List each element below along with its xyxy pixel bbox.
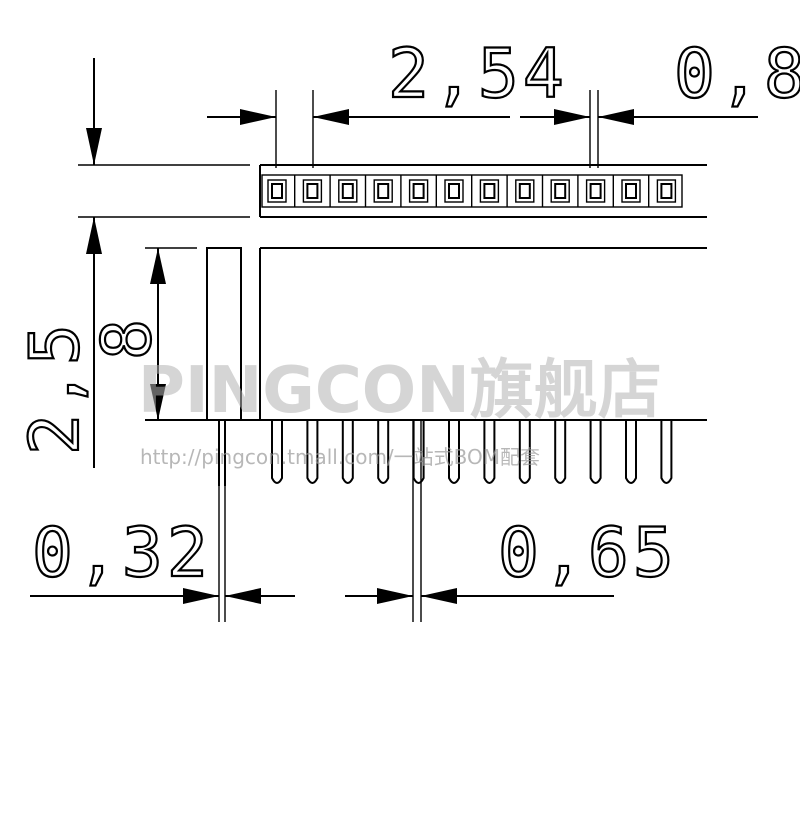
pin-pad-outline <box>656 179 677 203</box>
pin-square-row <box>267 175 677 207</box>
pin-pad-outline <box>515 179 535 203</box>
pin-pad-square <box>412 183 425 199</box>
pin-pad-outline <box>338 179 358 203</box>
pin-pad-square <box>341 183 354 199</box>
watermark-url: http://pingcon.tmall.com/一站式BOM配套 <box>140 445 540 469</box>
connector-pin <box>660 420 673 484</box>
connector-pin <box>554 420 567 484</box>
pin-square-dimension: 0,8 <box>520 34 800 168</box>
pin-thickness-dimension: 0,65 <box>345 420 678 622</box>
pin-pad-outline <box>621 179 641 203</box>
pin-pad-square <box>483 183 496 199</box>
pin-pad-outline <box>302 179 323 203</box>
body-height-label: 8 <box>88 315 167 360</box>
pin-pad-outline <box>408 179 429 203</box>
pin-pad-outline <box>585 179 606 203</box>
watermark-brand: PINGCON旗舰店 <box>138 354 662 428</box>
pin-pad-square <box>448 183 460 199</box>
header-height-dimension: 2,5 <box>15 58 250 468</box>
connector-pin <box>625 420 637 484</box>
pin-row <box>218 420 673 486</box>
pitch-dimension: 2,54 <box>207 34 568 168</box>
connector-pin <box>306 420 319 484</box>
pin-pad-square <box>518 183 531 199</box>
pin-pad-outline <box>479 179 500 203</box>
pin-square-label: 0,8 <box>674 35 800 114</box>
connector-pin <box>589 420 602 484</box>
pin-pad-outline <box>550 179 570 203</box>
connector-pin <box>483 420 496 484</box>
connector-pin <box>377 420 390 484</box>
connector-pin <box>341 420 354 484</box>
pin-pad-outline <box>444 179 464 203</box>
pin-pad-square <box>377 183 390 199</box>
body-height-dimension: 8 <box>87 247 197 421</box>
pin-pad-square <box>271 183 283 199</box>
pin-pad-square <box>589 183 602 199</box>
pin-pad-square <box>625 183 637 199</box>
pin-width-label: 0,32 <box>32 514 212 593</box>
pin-width-dimension: 0,32 <box>30 470 295 622</box>
pin-pad-outline <box>267 179 287 203</box>
watermark: PINGCON旗舰店 http://pingcon.tmall.com/一站式B… <box>138 354 662 469</box>
pin-pad-outline <box>373 179 393 203</box>
header-height-label: 2,5 <box>16 320 95 455</box>
pin-thickness-label: 0,65 <box>498 514 678 593</box>
connector-pin <box>271 420 283 484</box>
connector-top-view <box>259 164 707 218</box>
pin-pad-square <box>306 183 319 199</box>
connector-pin <box>448 420 460 484</box>
connector-side-view <box>145 247 707 486</box>
pitch-label: 2,54 <box>388 35 568 114</box>
pin-pad-square <box>660 183 673 199</box>
connector-pin <box>518 420 531 484</box>
pin-pad-square <box>554 183 567 199</box>
